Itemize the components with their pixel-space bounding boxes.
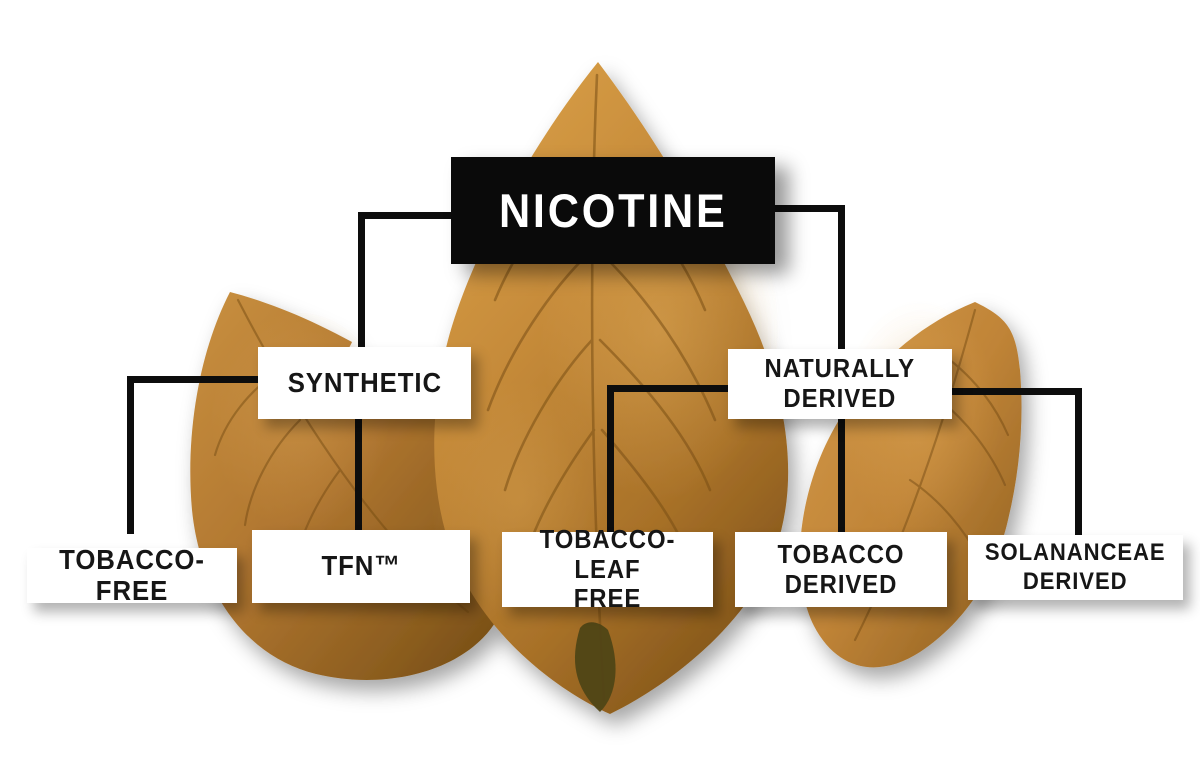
node-nicotine: NICOTINE — [451, 157, 775, 264]
node-synthetic: SYNTHETIC — [258, 347, 471, 419]
node-solananceae-derived: SOLANANCEAE DERIVED — [968, 535, 1183, 600]
connector-nicotine-naturally-derived-vertical — [838, 205, 845, 349]
connector-naturally-derived-tobacco-leaf-free-horizontal — [610, 385, 728, 392]
node-tobacco-derived: TOBACCO DERIVED — [735, 532, 947, 607]
node-tobacco-derived-label: TOBACCO DERIVED — [777, 538, 905, 599]
connector-synthetic-tobacco-free-vertical — [127, 376, 134, 534]
connector-synthetic-tobacco-free-horizontal — [131, 376, 258, 383]
connector-naturally-derived-tobacco-leaf-free-vertical — [607, 385, 614, 532]
node-naturally-derived-label: NATURALLY DERIVED — [764, 353, 916, 413]
node-synthetic-label: SYNTHETIC — [287, 366, 442, 398]
node-tfn: TFN™ — [252, 530, 470, 603]
connector-synthetic-tfn-vertical — [355, 419, 362, 530]
connector-nicotine-naturally-derived-horizontal — [775, 205, 842, 212]
connector-nicotine-synthetic-vertical — [358, 212, 365, 347]
node-tobacco-free: TOBACCO-FREE — [27, 544, 237, 605]
connector-naturally-derived-tobacco-derived-vertical — [838, 419, 845, 532]
node-tobacco-leaf-free: TOBACCO-LEAF FREE — [502, 524, 713, 613]
connector-naturally-derived-solananceae-vertical — [1075, 388, 1082, 535]
node-tfn-label: TFN™ — [321, 550, 401, 582]
node-solananceae-derived-label: SOLANANCEAE DERIVED — [985, 538, 1166, 595]
node-tobacco-leaf-free-label: TOBACCO-LEAF FREE — [539, 523, 676, 614]
connector-nicotine-synthetic-horizontal — [358, 212, 451, 219]
connector-naturally-derived-solananceae-horizontal — [952, 388, 1082, 395]
leaf-stem — [574, 622, 616, 712]
node-naturally-derived: NATURALLY DERIVED — [728, 349, 952, 419]
node-tobacco-free-label: TOBACCO-FREE — [59, 543, 205, 606]
node-nicotine-label: NICOTINE — [498, 184, 728, 237]
